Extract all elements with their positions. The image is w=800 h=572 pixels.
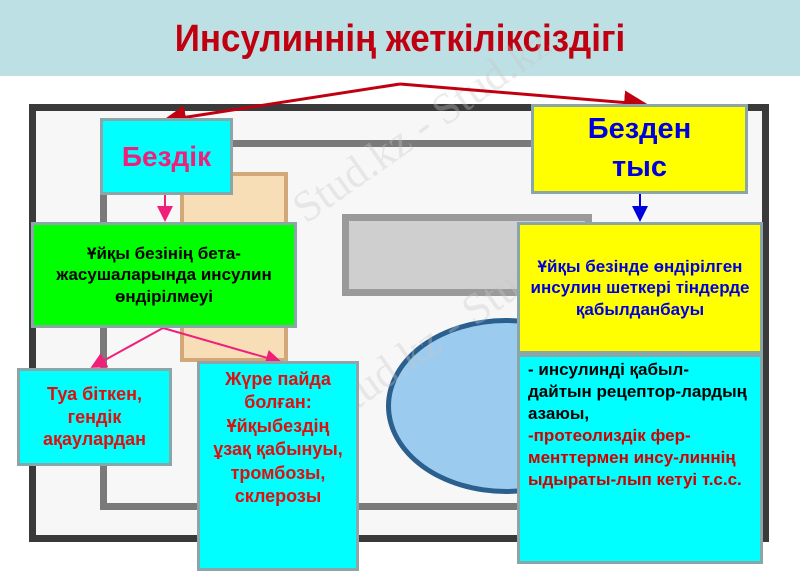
congenital-text: Туа біткен, гендік ақаулардан	[42, 384, 147, 450]
receptor-decrease-text: - инсулинді қабыл-дайтын рецептор-лардың…	[528, 360, 747, 424]
extra-cause-text: Ұйқы безінде өндірілген инсулин шеткері …	[530, 257, 750, 319]
endocrine-label: Бездік	[121, 141, 212, 172]
congenital-box: Туа біткен, гендік ақаулардан	[17, 368, 172, 466]
proteolysis-text: -протеолиздік фер-менттермен инсу-линнің…	[528, 426, 742, 490]
extra-pancreatic-box: Безден тыс	[531, 104, 748, 194]
extra-pancreatic-label: Безден тыс	[587, 113, 692, 183]
acquired-text: Жүре пайда болған: Ұйқыбездің ұзақ қабын…	[213, 369, 343, 506]
page-title: Инсулиннің жеткіліксіздігі	[174, 18, 626, 60]
endocrine-cause-box: Ұйқы безінің бета-жасушаларында инсулин …	[31, 222, 297, 328]
extra-details-box: - инсулинді қабыл-дайтын рецептор-лардың…	[517, 354, 763, 564]
endocrine-box: Бездік	[100, 118, 233, 195]
header-band	[0, 0, 800, 76]
extra-cause-box: Ұйқы безінде өндірілген инсулин шеткері …	[517, 222, 763, 354]
acquired-box: Жүре пайда болған: Ұйқыбездің ұзақ қабын…	[197, 361, 359, 571]
endocrine-cause-text: Ұйқы безінің бета-жасушаларында инсулин …	[56, 244, 272, 306]
